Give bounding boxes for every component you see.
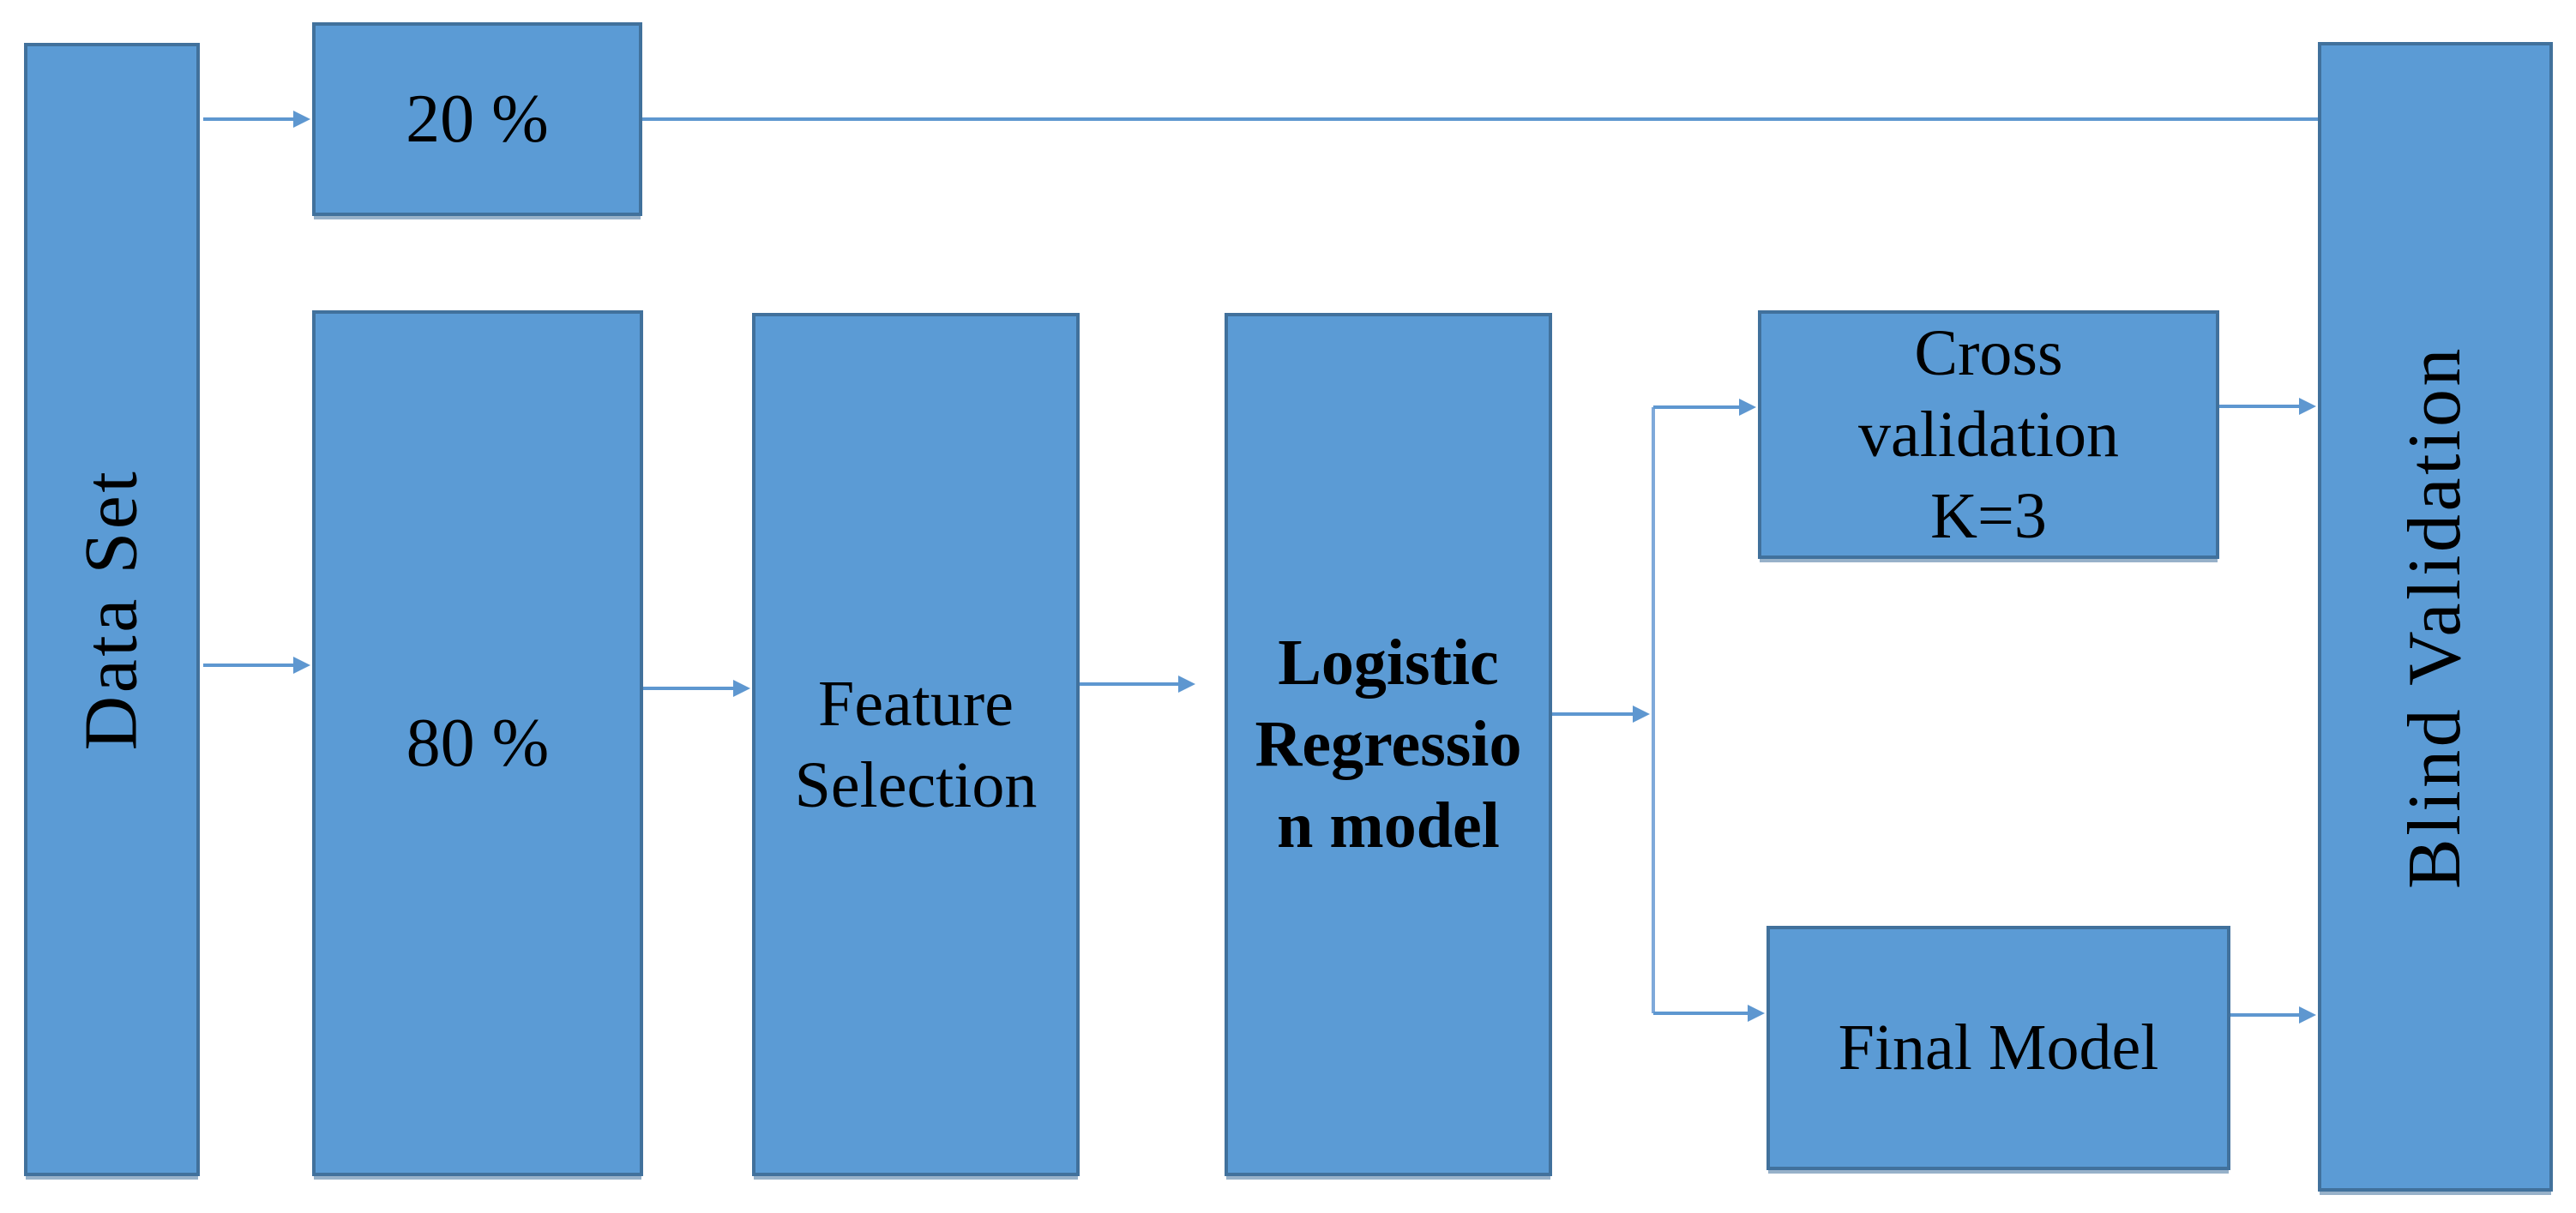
node-blind-validation: Blind Validation (2318, 42, 2553, 1192)
node-final-model: Final Model (1766, 926, 2230, 1170)
node-80-percent-label: 80 % (406, 706, 550, 781)
node-80-percent: 80 % (312, 310, 643, 1176)
node-cross-validation-k3: Cross validation K=3 (1758, 310, 2219, 559)
node-20-percent: 20 % (312, 22, 642, 216)
node-blind-validation-label: Blind Validation (2393, 345, 2477, 889)
node-logistic-regression-model: Logistic Regressio n model (1225, 313, 1552, 1176)
node-feature-selection-label: Feature Selection (794, 667, 1038, 821)
node-final-model-label: Final Model (1838, 1012, 2159, 1084)
node-cross-validation-k3-label: Cross validation K=3 (1858, 316, 2119, 552)
node-data-set: Data Set (24, 43, 200, 1176)
node-feature-selection: Feature Selection (752, 313, 1080, 1176)
node-logistic-regression-model-label: Logistic Regressio n model (1255, 627, 1522, 862)
node-data-set-label: Data Set (69, 468, 153, 751)
node-20-percent-label: 20 % (406, 81, 549, 157)
